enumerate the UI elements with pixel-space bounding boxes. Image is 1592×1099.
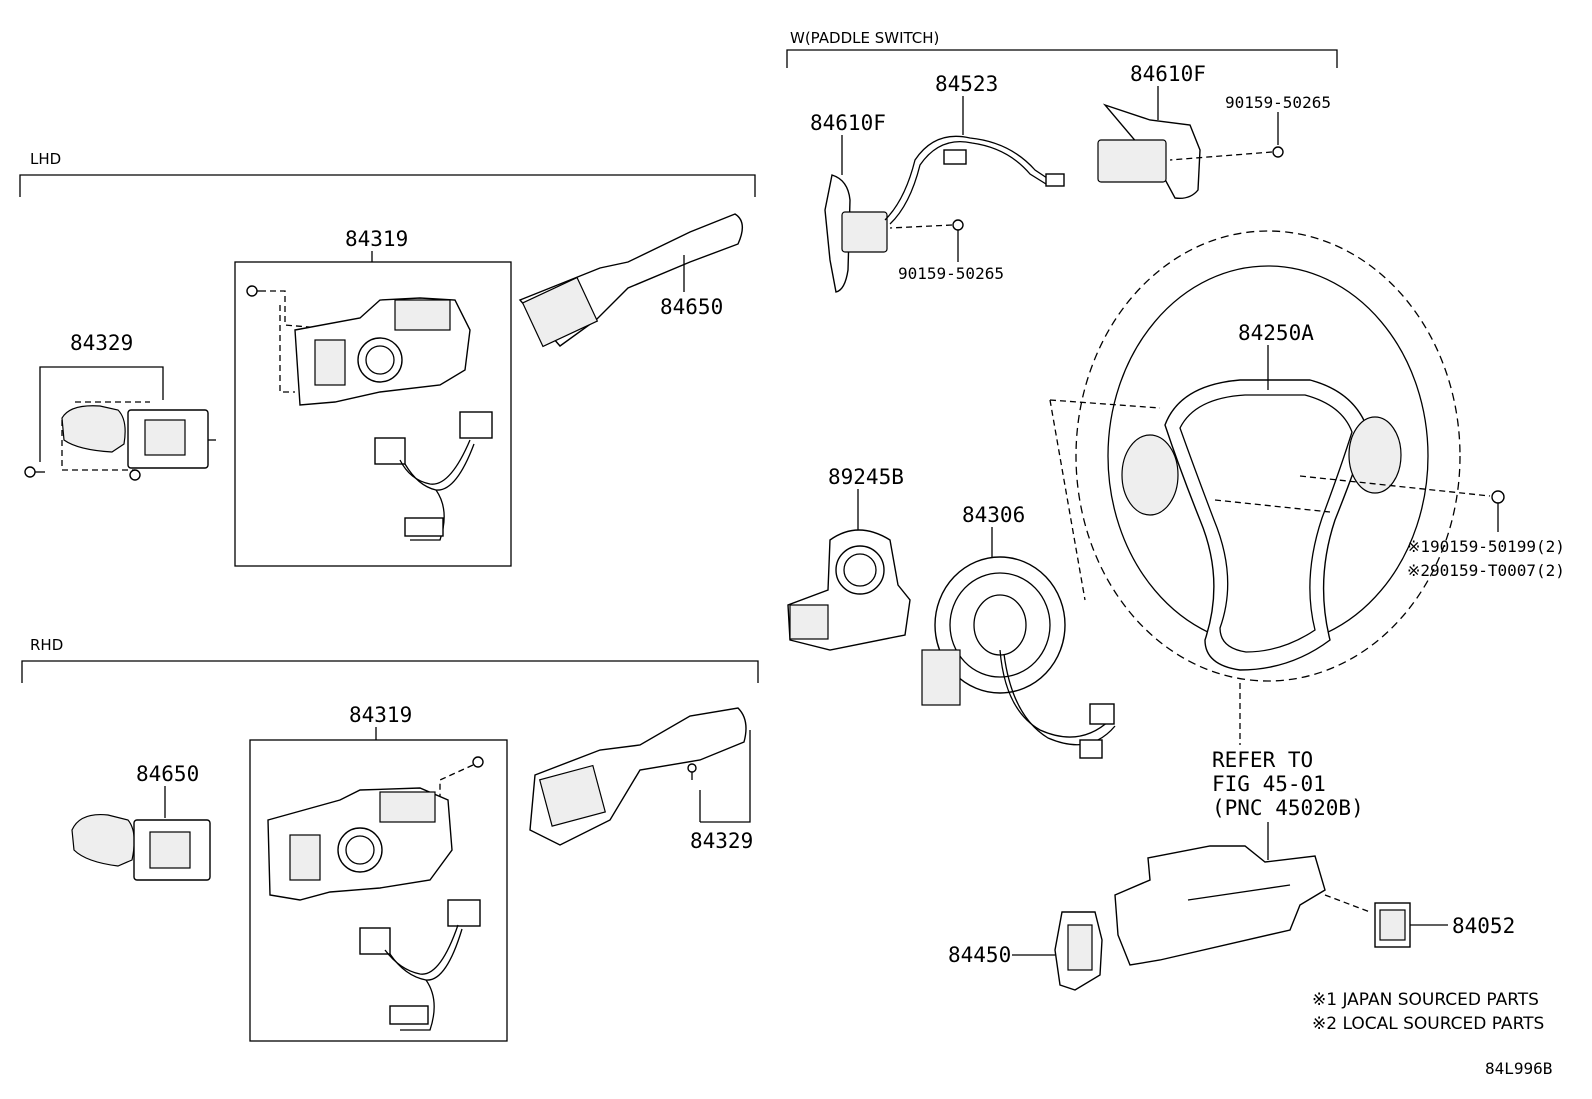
rhd-section: RHD xyxy=(21,636,759,683)
diagram-id: 84L996B xyxy=(1485,1059,1552,1078)
label-89245b: 89245B xyxy=(828,465,904,489)
label-84523: 84523 xyxy=(935,72,998,96)
label-bolt-top: 90159-50265 xyxy=(1225,93,1331,112)
lhd-section: LHD xyxy=(19,150,756,197)
label-84329-rhd: 84329 xyxy=(690,829,753,853)
switch-84052: 84052 xyxy=(1324,894,1515,948)
lhd-part-84650: 84650 xyxy=(518,213,743,348)
label-84306: 84306 xyxy=(962,503,1025,527)
label-84319-lhd: 84319 xyxy=(345,227,408,251)
label-bolt-local: ※290159-T0007(2) xyxy=(1407,561,1565,580)
label-84650-lhd: 84650 xyxy=(660,295,723,319)
label-84650-rhd: 84650 xyxy=(136,762,199,786)
label-84610f-left: 84610F xyxy=(810,111,886,135)
refer-text-1: REFER TO xyxy=(1212,748,1313,772)
steering-wheel-84250a: 84250A ※190159-50199(2) ※290159-T0007(2) xyxy=(1049,230,1565,745)
rhd-part-84650: 84650 xyxy=(71,762,211,881)
lhd-part-84319: 84319 xyxy=(234,227,512,567)
rhd-part-84319: 84319 xyxy=(249,703,508,1042)
label-bolt-jp: ※190159-50199(2) xyxy=(1407,537,1565,556)
label-84610f-right: 84610F xyxy=(1130,62,1206,86)
refer-text-3: (PNC 45020B) xyxy=(1212,796,1364,820)
steering-sensor-89245b: 89245B xyxy=(787,465,911,651)
paddle-switch-label: W(PADDLE SWITCH) xyxy=(790,29,939,47)
column-cover-reference: REFER TO FIG 45-01 (PNC 45020B) xyxy=(1114,748,1364,966)
lhd-label: LHD xyxy=(30,150,61,168)
rhd-label: RHD xyxy=(30,636,63,654)
label-84450: 84450 xyxy=(948,943,1011,967)
label-bolt-bottom: 90159-50265 xyxy=(898,264,1004,283)
paddle-switch-parts: 84610F 84523 84610F 90159-50265 90159-50… xyxy=(810,62,1331,293)
rhd-part-84329: 84329 xyxy=(529,707,753,853)
label-84319-rhd: 84319 xyxy=(349,703,412,727)
note-japan-sourced: ※1 JAPAN SOURCED PARTS xyxy=(1312,990,1539,1010)
spiral-cable-84306: 84306 xyxy=(921,503,1116,759)
label-84052: 84052 xyxy=(1452,914,1515,938)
sourcing-notes: ※1 JAPAN SOURCED PARTS ※2 LOCAL SOURCED … xyxy=(1312,990,1544,1034)
label-84250a: 84250A xyxy=(1238,321,1314,345)
note-local-sourced: ※2 LOCAL SOURCED PARTS xyxy=(1312,1014,1544,1034)
refer-text-2: FIG 45-01 xyxy=(1212,772,1326,796)
lhd-part-84329: 84329 xyxy=(24,331,216,481)
label-84329-lhd: 84329 xyxy=(70,331,133,355)
switch-84450: 84450 xyxy=(948,911,1103,991)
paddle-section: W(PADDLE SWITCH) xyxy=(786,29,1338,68)
